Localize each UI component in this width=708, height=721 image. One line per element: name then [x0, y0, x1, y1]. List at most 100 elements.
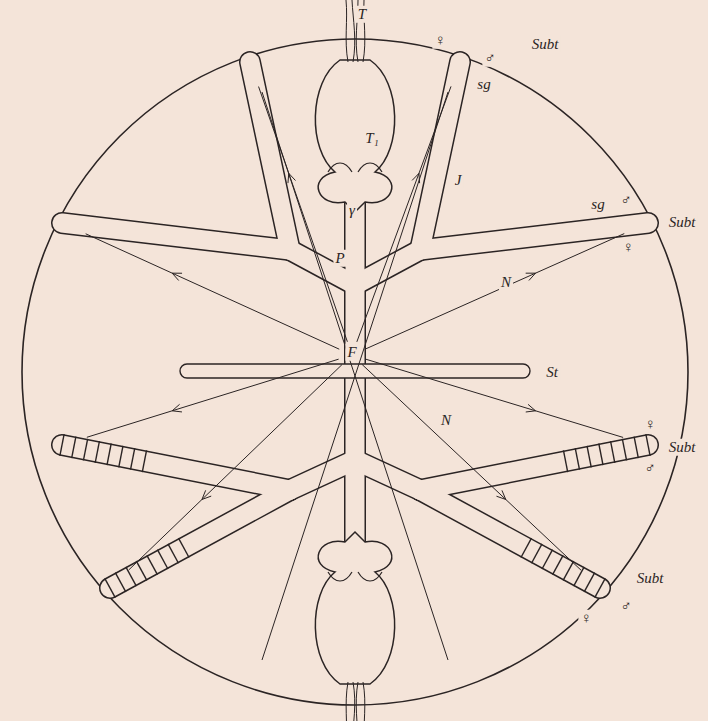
radial-line — [365, 234, 624, 350]
comb-plate — [646, 434, 650, 456]
comb-plate — [95, 441, 99, 463]
canal-outline — [62, 445, 290, 490]
comb-plate — [587, 446, 591, 468]
part-label: γ — [347, 202, 357, 219]
comb-plate — [136, 561, 147, 580]
bulb-lobes — [328, 163, 382, 172]
comb-plate — [553, 555, 564, 574]
part-label: sg — [475, 76, 492, 93]
canal-lumen — [62, 223, 290, 250]
tentacle — [352, 0, 355, 62]
radial-lines — [86, 86, 625, 660]
arrowhead — [172, 404, 182, 412]
comb-plate — [105, 578, 116, 597]
radial-line — [365, 359, 623, 437]
radial-line — [362, 365, 581, 571]
part-label: St — [544, 364, 560, 381]
canal-lumen — [62, 445, 290, 490]
comb-plate — [532, 544, 543, 563]
part-label: N — [499, 274, 513, 291]
radial-line — [87, 359, 339, 437]
bulb-lobes — [328, 572, 382, 581]
canal-outline — [420, 490, 600, 588]
comb-plate — [107, 444, 111, 466]
canal-outline — [355, 250, 420, 285]
tentacle — [346, 682, 348, 721]
canal-outline — [110, 490, 290, 588]
part-label: Subt — [667, 439, 698, 456]
canal-outline — [420, 445, 648, 490]
radial-line — [259, 87, 348, 342]
tentacle-bulb — [315, 532, 394, 721]
canal-lumen — [420, 62, 460, 250]
canal-outline — [420, 62, 460, 250]
canal-lumen — [250, 62, 290, 250]
canal-lumen — [420, 490, 600, 588]
part-label: F — [345, 344, 358, 361]
comb-plate — [115, 573, 126, 592]
body-outline — [22, 39, 688, 705]
part-label: ♀ — [642, 416, 657, 433]
comb-plate — [574, 567, 585, 586]
comb-plate — [542, 550, 553, 569]
part-label: N — [439, 412, 453, 429]
crossing-line — [262, 92, 448, 660]
comb-plate — [60, 434, 64, 456]
bulb-outline — [315, 60, 394, 212]
comb-plate — [126, 567, 137, 586]
comb-plate — [584, 573, 595, 592]
part-label: P — [333, 250, 346, 267]
arrowhead — [496, 490, 505, 499]
comb-plate — [179, 538, 190, 557]
comb-plate — [83, 439, 87, 461]
comb-plate — [599, 444, 603, 466]
comb-plate — [131, 448, 135, 470]
comb-plate — [168, 544, 179, 563]
part-label: Subt — [530, 36, 561, 53]
tentacle-bulb — [315, 0, 394, 212]
radial-line — [86, 234, 340, 349]
canal-lumen — [110, 490, 290, 588]
part-label: ♂ — [618, 598, 633, 615]
tentacle — [352, 682, 355, 721]
crossing-line — [262, 92, 448, 660]
canal-outline — [62, 223, 290, 250]
canal-lumen — [290, 250, 355, 285]
comb-plate — [157, 550, 168, 569]
comb-plate — [142, 450, 146, 472]
canal-lumen — [420, 445, 648, 490]
canal-outline — [290, 250, 355, 285]
radial-line — [129, 365, 342, 570]
arrowhead — [526, 273, 536, 280]
comb-plate — [72, 437, 76, 459]
comb-plate — [595, 578, 606, 597]
comb-plate — [521, 538, 532, 557]
part-label: ♀ — [432, 32, 447, 49]
tentacle — [363, 682, 365, 721]
comb-plate — [563, 450, 567, 472]
part-label: sg — [589, 196, 606, 213]
part-label: ♂ — [482, 50, 497, 67]
part-label: T — [356, 6, 368, 23]
comb-plate — [611, 441, 615, 463]
canal-outline — [250, 62, 290, 250]
part-label: ♀ — [620, 239, 635, 256]
arrowhead — [202, 490, 211, 499]
comb-plate — [119, 446, 123, 468]
arrowhead — [526, 404, 536, 412]
comb-plate — [575, 448, 579, 470]
tentacle — [356, 682, 358, 721]
part-label: Subt — [635, 570, 666, 587]
part-label: Subt — [667, 214, 698, 231]
part-label: J — [453, 172, 464, 189]
part-label: ♂ — [618, 192, 633, 209]
part-label: ♀ — [578, 610, 593, 627]
comb-plate — [147, 555, 158, 574]
canal-lumen — [355, 250, 420, 285]
comb-plate — [634, 437, 638, 459]
canal-outline — [420, 223, 648, 250]
arrowhead — [172, 273, 182, 280]
comb-plate — [622, 439, 626, 461]
